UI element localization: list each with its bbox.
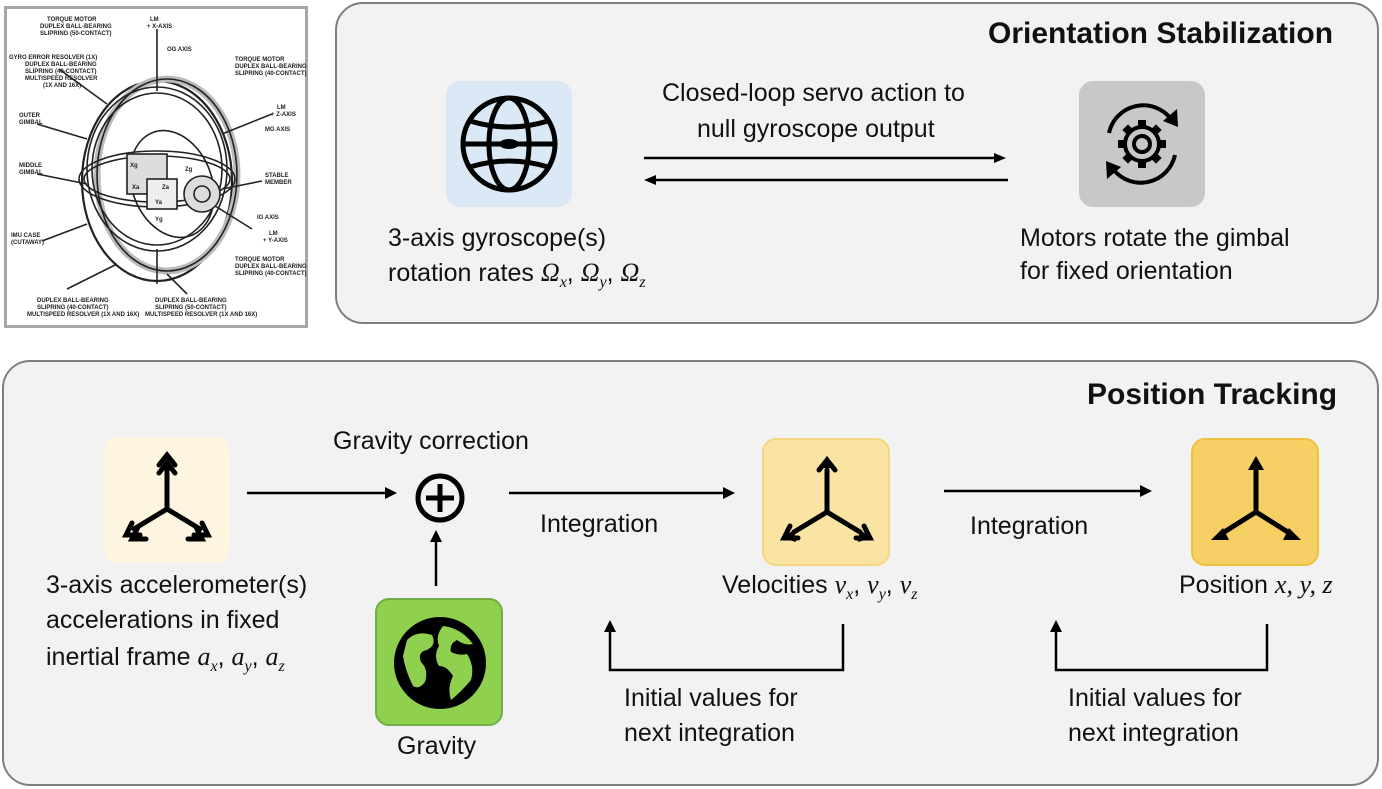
globe-gyroscope-icon bbox=[460, 95, 558, 193]
accelerometer-icon-box bbox=[104, 437, 230, 563]
integration-label-1: Integration bbox=[540, 510, 659, 538]
svg-text:IG AXIS: IG AXIS bbox=[257, 215, 279, 221]
gravity-to-sum-arrow bbox=[430, 530, 442, 586]
gravity-label: Gravity bbox=[397, 732, 477, 760]
svg-text:LM: LM bbox=[150, 17, 159, 23]
gravity-icon-box bbox=[375, 598, 503, 726]
svg-text:(1X AND 16X): (1X AND 16X) bbox=[43, 83, 81, 89]
svg-text:DUPLEX BALL-BEARING: DUPLEX BALL-BEARING bbox=[235, 64, 307, 70]
svg-text:Ya: Ya bbox=[155, 200, 163, 206]
svg-text:+ Y-AXIS: + Y-AXIS bbox=[263, 238, 288, 244]
imu-gimbal-drawing: TORQUE MOTOR DUPLEX BALL-BEARING SLIPRIN… bbox=[9, 17, 307, 318]
svg-text:SLIPRING (40-CONTACT): SLIPRING (40-CONTACT) bbox=[235, 71, 307, 77]
svg-text:SLIPRING (50-CONTACT): SLIPRING (50-CONTACT) bbox=[40, 31, 112, 37]
sum-icon bbox=[415, 473, 465, 523]
earth-icon bbox=[394, 617, 486, 709]
sum-to-velocity-arrow bbox=[509, 487, 735, 499]
svg-text:DUPLEX BALL-BEARING: DUPLEX BALL-BEARING bbox=[25, 62, 97, 68]
position-axis-arrows-icon bbox=[1211, 456, 1301, 540]
svg-text:SLIPRING (40-CONTACT): SLIPRING (40-CONTACT) bbox=[25, 69, 97, 75]
svg-text:DUPLEX BALL-BEARING: DUPLEX BALL-BEARING bbox=[37, 298, 109, 304]
svg-text:GIMBAL: GIMBAL bbox=[19, 120, 43, 126]
svg-text:Yg: Yg bbox=[155, 217, 163, 223]
initial-values-1-line-2: next integration bbox=[624, 719, 795, 747]
svg-text:STABLE: STABLE bbox=[265, 173, 289, 179]
svg-text:DUPLEX BALL-BEARING: DUPLEX BALL-BEARING bbox=[155, 298, 227, 304]
velocities-label: Velocities vx, vy, vz bbox=[722, 570, 918, 603]
position-icon-box bbox=[1191, 438, 1319, 566]
svg-text:DUPLEX BALL-BEARING: DUPLEX BALL-BEARING bbox=[235, 264, 307, 270]
gyro-label-line-2: rotation rates Ωx, Ωy, Ωz bbox=[388, 258, 646, 291]
motor-label-line-2: for fixed orientation bbox=[1020, 257, 1233, 285]
initial-values-2-line-2: next integration bbox=[1068, 719, 1239, 747]
svg-text:SLIPRING (40-CONTACT): SLIPRING (40-CONTACT) bbox=[37, 305, 109, 311]
svg-text:TORQUE MOTOR: TORQUE MOTOR bbox=[235, 257, 285, 263]
gravity-correction-label: Gravity correction bbox=[333, 427, 529, 455]
svg-text:MEMBER: MEMBER bbox=[265, 180, 292, 186]
svg-text:OG AXIS: OG AXIS bbox=[167, 47, 192, 53]
svg-text:MG AXIS: MG AXIS bbox=[265, 127, 290, 133]
position-title: Position Tracking bbox=[1087, 378, 1338, 411]
svg-text:TORQUE MOTOR: TORQUE MOTOR bbox=[235, 57, 285, 63]
gyroscope-icon-box bbox=[446, 81, 572, 207]
svg-text:TORQUE MOTOR: TORQUE MOTOR bbox=[47, 17, 97, 23]
svg-text:MIDDLE: MIDDLE bbox=[19, 163, 42, 169]
svg-text:MULTISPEED RESOLVER (1X AND 16: MULTISPEED RESOLVER (1X AND 16X) bbox=[27, 312, 139, 318]
svg-text:+ X-AXIS: + X-AXIS bbox=[147, 24, 172, 30]
svg-text:LM: LM bbox=[277, 105, 286, 111]
svg-text:+ Z-AXIS: + Z-AXIS bbox=[271, 112, 296, 118]
velocity-icon-box bbox=[762, 438, 890, 566]
svg-text:SLIPRING (40-CONTACT): SLIPRING (40-CONTACT) bbox=[235, 271, 307, 277]
svg-text:(CUTAWAY): (CUTAWAY) bbox=[11, 240, 44, 246]
svg-text:Za: Za bbox=[162, 185, 170, 191]
orientation-title: Orientation Stabilization bbox=[988, 17, 1334, 50]
triple-axis-arrows-icon bbox=[121, 450, 213, 542]
gear-rotate-icon bbox=[1106, 103, 1178, 185]
servo-label-line-2: null gyroscope output bbox=[697, 115, 935, 143]
svg-text:MULTISPEED RESOLVER: MULTISPEED RESOLVER bbox=[25, 76, 98, 82]
svg-text:GYRO ERROR RESOLVER (1X): GYRO ERROR RESOLVER (1X) bbox=[9, 55, 97, 61]
position-tracking-panel bbox=[2, 360, 1379, 786]
position-feedback-loop bbox=[1050, 620, 1269, 672]
motor-icon-box bbox=[1079, 81, 1205, 207]
svg-text:OUTER: OUTER bbox=[19, 113, 41, 119]
accel-label-line-1: 3-axis accelerometer(s) bbox=[46, 571, 308, 599]
imu-gimbal-illustration: TORQUE MOTOR DUPLEX BALL-BEARING SLIPRIN… bbox=[4, 6, 308, 328]
initial-values-1-line-1: Initial values for bbox=[624, 684, 798, 712]
accel-label-line-2: accelerations in fixed bbox=[46, 606, 280, 634]
svg-text:LM: LM bbox=[269, 231, 278, 237]
velocity-axis-arrows-icon bbox=[779, 455, 875, 542]
accel-label-line-3: inertial frame ax, ay, az bbox=[46, 642, 285, 675]
svg-text:Xa: Xa bbox=[132, 185, 140, 191]
svg-text:Xg: Xg bbox=[130, 163, 138, 169]
motor-label-line-1: Motors rotate the gimbal bbox=[1020, 224, 1290, 252]
initial-values-2-line-1: Initial values for bbox=[1068, 684, 1242, 712]
integration-label-2: Integration bbox=[970, 512, 1089, 540]
servo-label-line-1: Closed-loop servo action to bbox=[662, 79, 965, 107]
velocity-feedback-loop bbox=[604, 620, 845, 672]
svg-text:Zg: Zg bbox=[185, 167, 193, 173]
position-label: Position x, y, z bbox=[1179, 570, 1333, 599]
svg-text:SLIPRING (50-CONTACT): SLIPRING (50-CONTACT) bbox=[155, 305, 227, 311]
svg-text:GIMBAL: GIMBAL bbox=[19, 170, 43, 176]
svg-text:DUPLEX BALL-BEARING: DUPLEX BALL-BEARING bbox=[40, 24, 112, 30]
svg-text:IMU CASE: IMU CASE bbox=[11, 233, 40, 239]
gyro-label-line-1: 3-axis gyroscope(s) bbox=[388, 224, 607, 252]
velocity-to-position-arrow bbox=[944, 485, 1152, 497]
svg-text:MULTISPEED RESOLVER (1X AND 16: MULTISPEED RESOLVER (1X AND 16X) bbox=[145, 312, 257, 318]
servo-arrows bbox=[644, 153, 1008, 185]
accel-to-sum-arrow bbox=[247, 487, 397, 499]
